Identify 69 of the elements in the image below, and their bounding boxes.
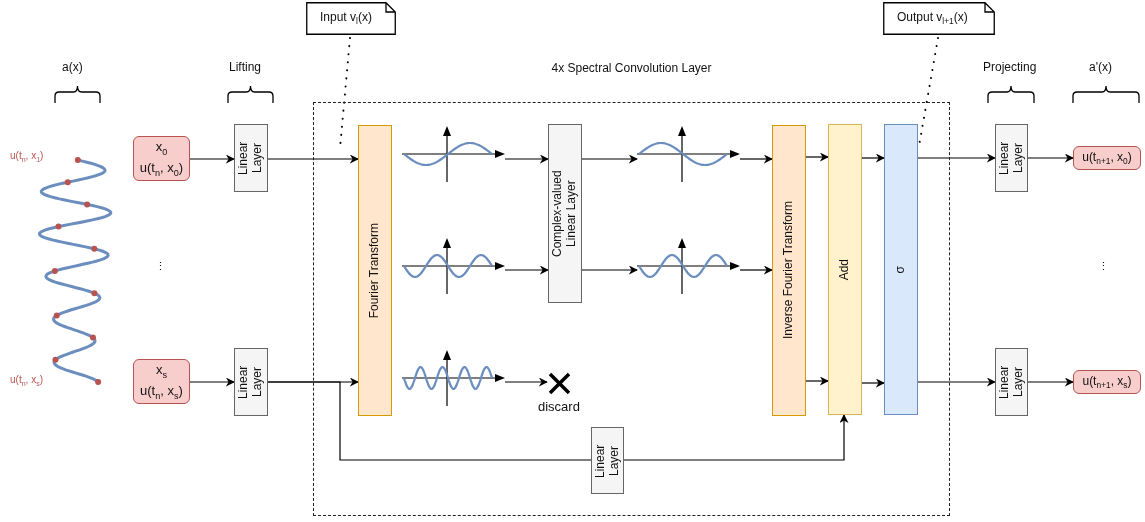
cross-icon bbox=[547, 371, 572, 396]
sample-text: x$_{s}$ bbox=[155, 362, 167, 380]
transform-box bbox=[772, 125, 806, 416]
activation-box bbox=[884, 124, 918, 415]
arrow bbox=[504, 265, 549, 275]
arrow bbox=[739, 265, 773, 275]
transform-label: Fourier Transform bbox=[368, 222, 382, 319]
linear-layer-box bbox=[234, 348, 268, 416]
arrow bbox=[504, 377, 548, 387]
transform-label: Inverse Fourier Transform bbox=[782, 201, 796, 340]
wave-plot-drawing bbox=[402, 126, 505, 182]
arrow bbox=[917, 153, 996, 163]
output-label: a'(x) bbox=[1089, 60, 1112, 74]
wave-plot-drawing bbox=[402, 238, 505, 294]
stage-label: Lifting bbox=[229, 60, 262, 74]
sample-box bbox=[133, 136, 190, 181]
layer-label: Linear Layer bbox=[997, 140, 1026, 177]
arrow bbox=[581, 154, 638, 164]
caption-text: discard bbox=[538, 399, 580, 414]
linear-layer-box bbox=[591, 427, 624, 494]
arrow bbox=[1027, 377, 1074, 387]
arrow bbox=[861, 153, 885, 163]
output-box bbox=[1073, 370, 1141, 394]
sample-text: u(t$_{n}$, x$_{s}$) bbox=[140, 383, 183, 401]
wave-plot-drawing bbox=[402, 350, 505, 406]
arrow bbox=[189, 377, 235, 387]
activation-label: σ bbox=[894, 265, 908, 274]
layer-label: Complex-valued Linear Layer bbox=[551, 169, 579, 259]
sample-text: x$_{0}$ bbox=[155, 139, 168, 157]
output-text: u(t$_{n+1}$, x$_{s}$) bbox=[1082, 373, 1132, 391]
arrow bbox=[1027, 153, 1074, 163]
layer-label: Linear Layer bbox=[237, 140, 265, 177]
linear-layer-box bbox=[548, 124, 582, 303]
layer-title: 4x Spectral Convolution Layer bbox=[551, 61, 712, 75]
arrow bbox=[623, 414, 849, 461]
linear-layer-box bbox=[234, 124, 268, 192]
note-box bbox=[306, 2, 396, 35]
layer-label: Linear Layer bbox=[997, 364, 1026, 401]
ellipsis-mark: ⋮ bbox=[155, 260, 166, 273]
layer-label: Linear Layer bbox=[237, 364, 265, 401]
arrow bbox=[805, 152, 829, 162]
sample-text: u(t$_{n}$, x$_{0}$) bbox=[139, 160, 184, 178]
layer-label: Linear Layer bbox=[593, 442, 622, 480]
note-text: Input v$_{l}$(x) bbox=[320, 10, 372, 27]
stage-label: Projecting bbox=[983, 60, 1037, 74]
wave-plot-drawing bbox=[637, 126, 740, 182]
wave-plot-drawing bbox=[637, 238, 740, 294]
output-box bbox=[1073, 146, 1141, 170]
input-label: a(x) bbox=[62, 60, 83, 74]
point-label: u(t$_{n}$, x$_{s}$) bbox=[10, 374, 43, 387]
ellipsis-mark: ⋮ bbox=[1098, 260, 1109, 273]
sample-box bbox=[133, 359, 190, 404]
arrow bbox=[504, 154, 549, 164]
arrow bbox=[267, 154, 359, 164]
add-box bbox=[828, 124, 862, 415]
arrow bbox=[739, 154, 773, 164]
note-text: Output v$_{l+1}$(x) bbox=[897, 10, 968, 27]
output-text: u(t$_{n+1}$, x$_{0}$) bbox=[1082, 149, 1132, 167]
transform-box bbox=[358, 125, 392, 416]
arrow bbox=[189, 154, 235, 164]
linear-layer-box bbox=[995, 348, 1028, 416]
point-label: u(t$_{n}$, x$_{1}$) bbox=[10, 150, 44, 163]
add-label: Add bbox=[838, 258, 852, 281]
linear-layer-box bbox=[995, 124, 1028, 192]
arrow bbox=[917, 377, 996, 387]
arrow bbox=[861, 378, 885, 388]
note-box bbox=[883, 2, 995, 35]
arrow bbox=[581, 265, 638, 275]
arrow bbox=[805, 376, 829, 386]
